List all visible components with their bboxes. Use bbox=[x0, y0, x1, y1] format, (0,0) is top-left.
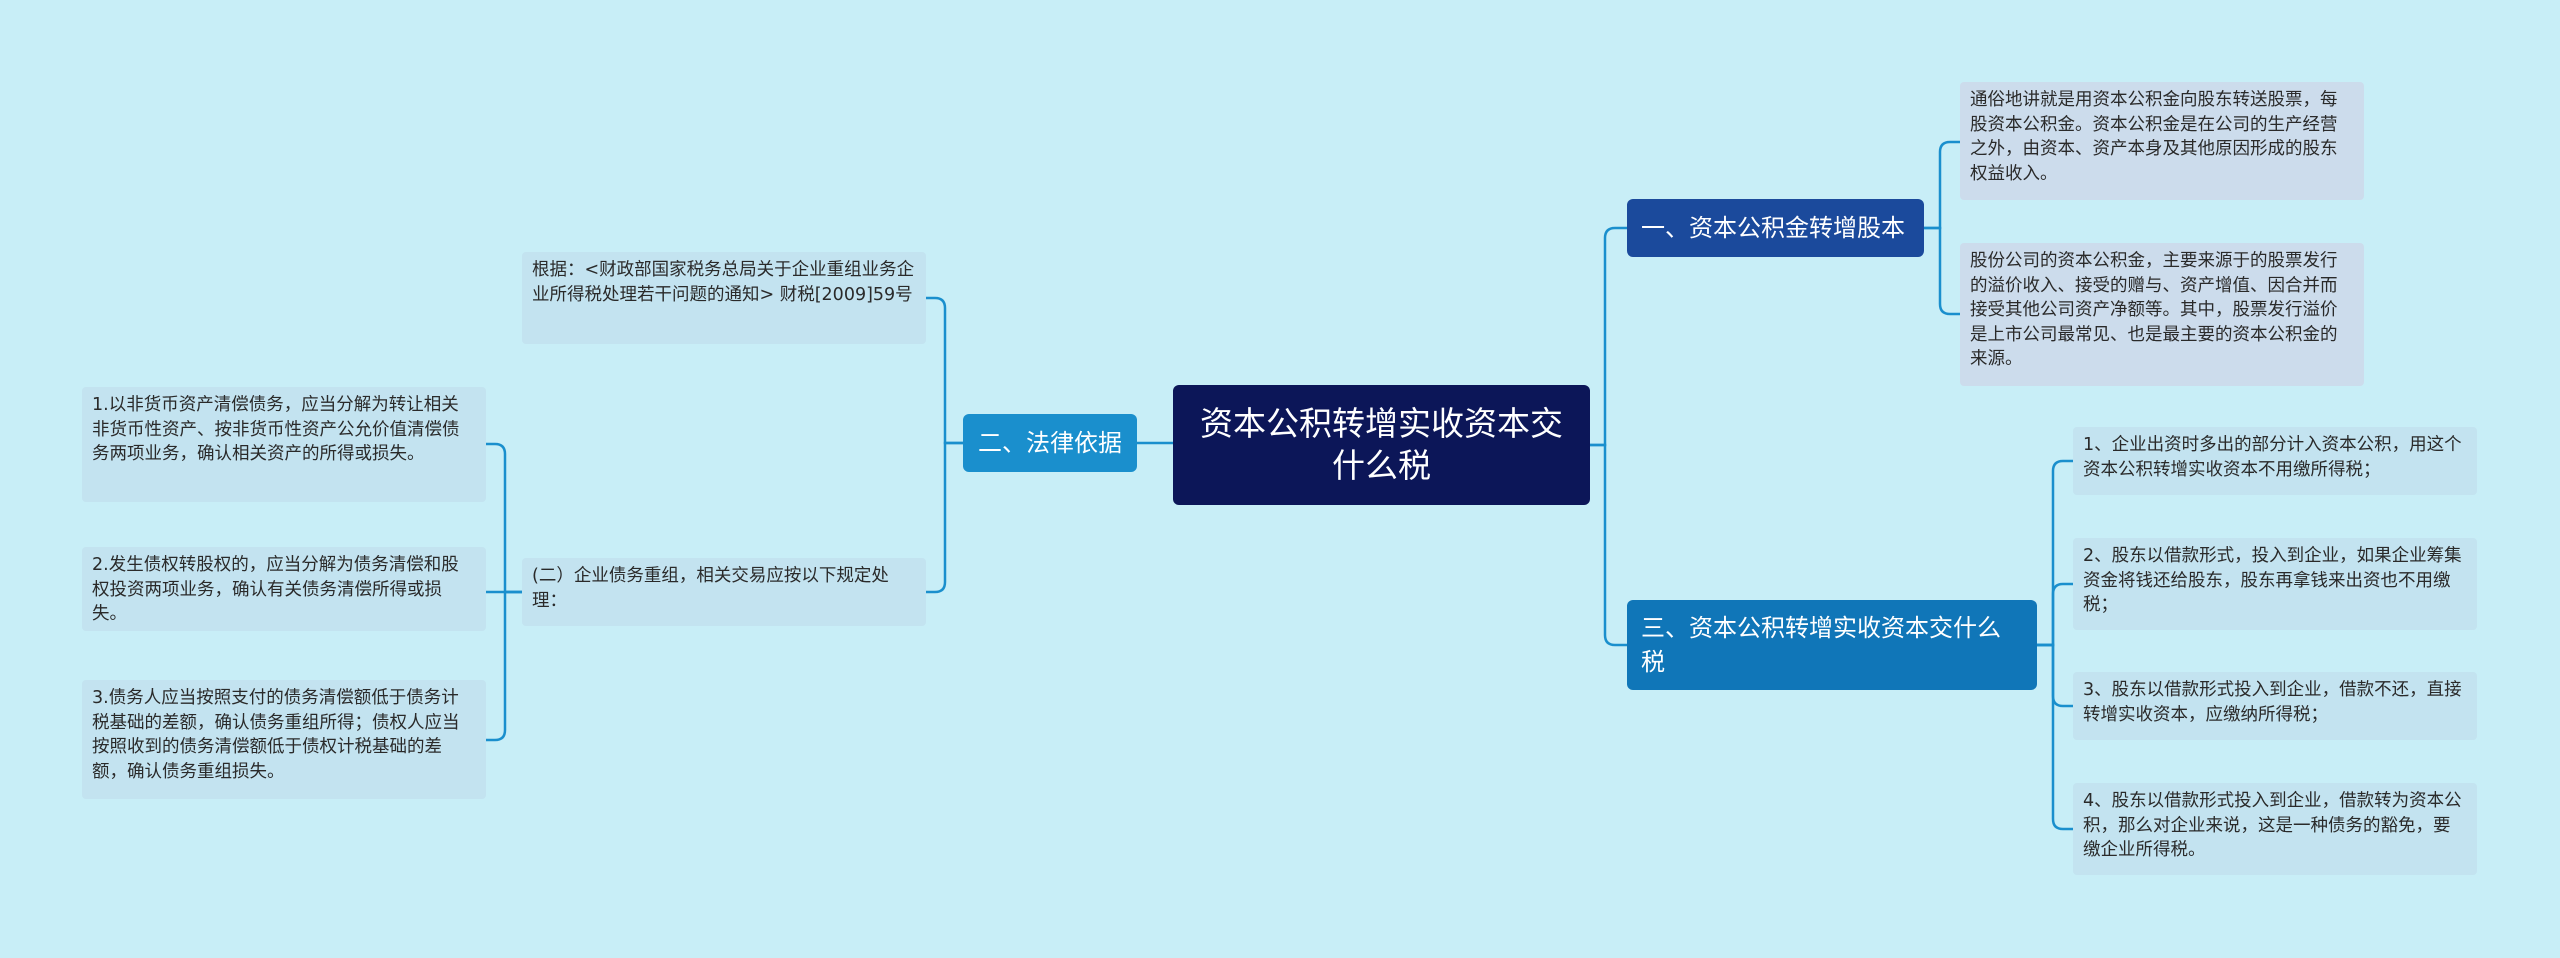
leaf-node[interactable]: 1、企业出资时多出的部分计入资本公积，用这个资本公积转增实收资本不用缴所得税； bbox=[2073, 427, 2477, 495]
leaf-node[interactable]: 4、股东以借款形式投入到企业，借款转为资本公积，那么对企业来说，这是一种债务的豁… bbox=[2073, 783, 2477, 875]
leaf-node[interactable]: 根据：<财政部国家税务总局关于企业重组业务企业所得税处理若干问题的通知> 财税[… bbox=[522, 252, 926, 344]
connector-root-to-b1 bbox=[1588, 226, 1629, 447]
connector-root-to-b3 bbox=[1588, 443, 1629, 647]
leaf-node[interactable]: 1.以非货币资产清偿债务，应当分解为转让相关非货币性资产、按非货币性资产公允价值… bbox=[82, 387, 486, 502]
branch-2-label: 二、法律依据 bbox=[978, 429, 1122, 457]
connector-b3-to-leaf3 bbox=[2035, 643, 2075, 708]
connector-sub-to-leaf3 bbox=[484, 590, 524, 742]
leaf-node[interactable]: 股份公司的资本公积金，主要来源于的股票发行的溢价收入、接受的赠与、资产增值、因合… bbox=[1960, 243, 2364, 386]
connector-b3-to-leaf4 bbox=[2035, 643, 2075, 831]
connector-b2-to-leaf2 bbox=[924, 441, 965, 594]
connector-b1-to-leaf1 bbox=[1922, 140, 1962, 230]
branch-node-1[interactable]: 一、资本公积金转增股本 bbox=[1627, 199, 1924, 257]
connector-b3-to-leaf1 bbox=[2035, 459, 2075, 647]
branch-3-label: 三、资本公积转增实收资本交什么税 bbox=[1641, 614, 2001, 676]
root-node[interactable]: 资本公积转增实收资本交什么税 bbox=[1173, 385, 1590, 505]
connector-sub-to-leaf1 bbox=[484, 442, 524, 594]
branch-node-2[interactable]: 二、法律依据 bbox=[963, 414, 1137, 472]
leaf-node[interactable]: 2、股东以借款形式，投入到企业，如果企业筹集资金将钱还给股东，股东再拿钱来出资也… bbox=[2073, 538, 2477, 630]
leaf-node[interactable]: 3、股东以借款形式投入到企业，借款不还，直接转增实收资本，应缴纳所得税； bbox=[2073, 672, 2477, 740]
leaf-node-subparent[interactable]: (二）企业债务重组，相关交易应按以下规定处理： bbox=[522, 558, 926, 626]
root-title: 资本公积转增实收资本交什么税 bbox=[1200, 404, 1563, 485]
leaf-node[interactable]: 3.债务人应当按照支付的债务清偿额低于债务计税基础的差额，确认债务重组所得；债权… bbox=[82, 680, 486, 799]
leaf-node[interactable]: 通俗地讲就是用资本公积金向股东转送股票，每股资本公积金。资本公积金是在公司的生产… bbox=[1960, 82, 2364, 200]
connector-b3-to-leaf2 bbox=[2035, 582, 2075, 647]
leaf-node[interactable]: 2.发生债权转股权的，应当分解为债务清偿和股权投资两项业务，确认有关债务清偿所得… bbox=[82, 547, 486, 631]
connector-b1-to-leaf2 bbox=[1922, 226, 1962, 316]
connector-b2-to-leaf1 bbox=[924, 296, 965, 445]
branch-node-3[interactable]: 三、资本公积转增实收资本交什么税 bbox=[1627, 600, 2037, 690]
branch-1-label: 一、资本公积金转增股本 bbox=[1641, 214, 1905, 242]
